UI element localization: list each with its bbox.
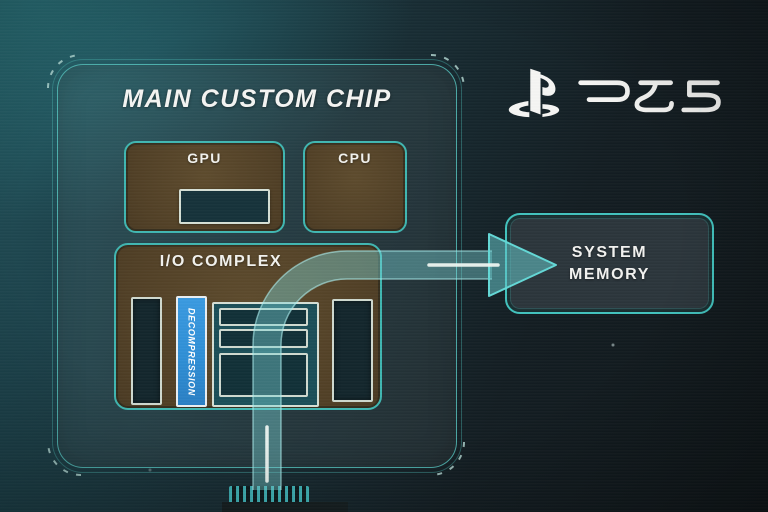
io-center-block [212, 302, 319, 407]
system-memory-line2: MEMORY [568, 265, 650, 283]
io-unit-bar-right [332, 299, 373, 402]
main-custom-chip-title: MAIN CUSTOM CHIP [122, 85, 392, 113]
ps5-wordmark [578, 80, 721, 113]
io-complex-label: I/O COMPLEX [159, 253, 283, 270]
system-memory-line1: SYSTEM [571, 243, 648, 261]
io-complex-box: I/O COMPLEX DECOMPRESSION [114, 243, 382, 410]
ssd-connector-base [222, 502, 348, 512]
io-center-row [219, 329, 308, 348]
playstation-icon [508, 68, 560, 118]
gpu-box: GPU [124, 141, 285, 233]
io-center-row [219, 353, 308, 397]
cpu-box: CPU [303, 141, 407, 233]
system-memory-label: SYSTEM MEMORY [569, 242, 650, 285]
gpu-inner-unit [179, 189, 270, 224]
cpu-label: CPU [338, 150, 372, 166]
ps5-logo [506, 62, 726, 124]
io-center-row [219, 308, 308, 326]
io-unit-bar-left [131, 297, 162, 405]
system-memory-box: SYSTEM MEMORY [505, 213, 714, 314]
gpu-label: GPU [187, 150, 222, 166]
decompression-label: DECOMPRESSION [186, 307, 197, 396]
main-custom-chip-box: MAIN CUSTOM CHIP GPU CPU I/O COMPLEX DEC… [52, 59, 462, 473]
decompression-unit: DECOMPRESSION [176, 296, 207, 407]
